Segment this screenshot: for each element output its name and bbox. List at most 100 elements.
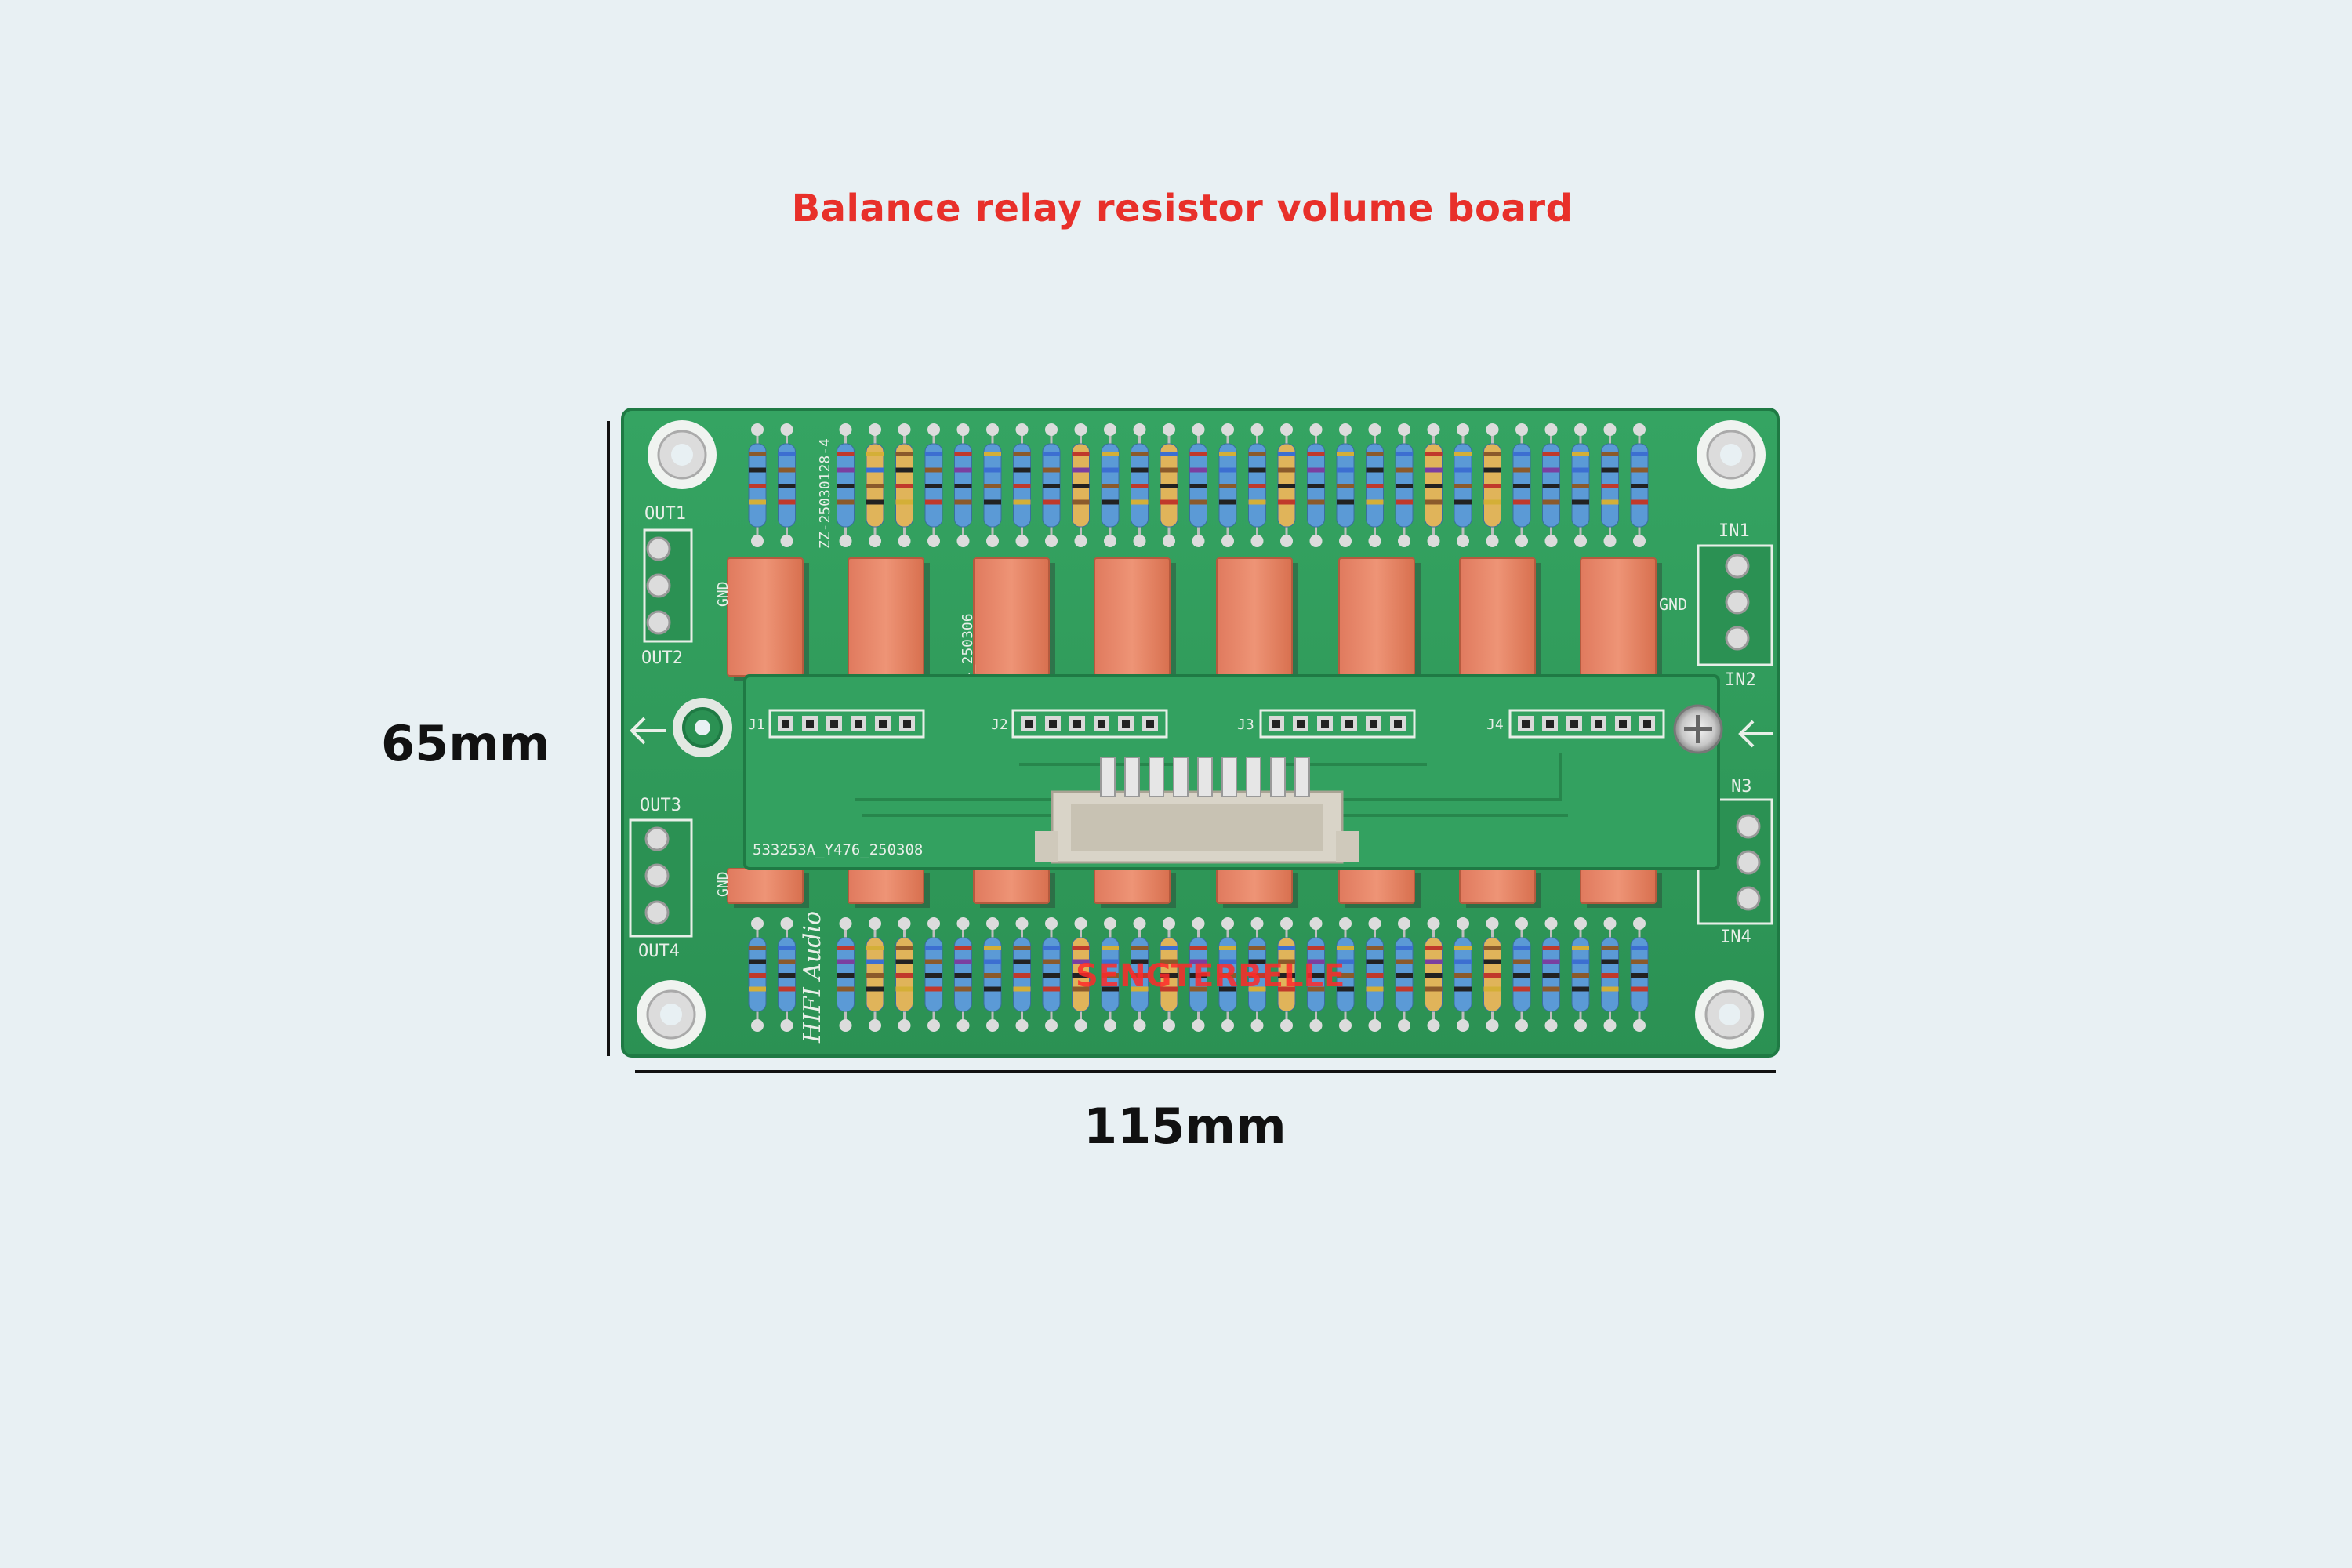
resistor (1425, 917, 1443, 1032)
resistor (983, 917, 1002, 1032)
in1-label: IN1 (1719, 521, 1750, 541)
relay (1094, 557, 1176, 681)
resistor (1454, 917, 1472, 1032)
resistor (1336, 917, 1355, 1032)
relay (973, 868, 1055, 908)
resistor (1601, 423, 1619, 547)
resistor (748, 917, 767, 1032)
resistor (1601, 917, 1619, 1032)
relay (727, 557, 809, 681)
resistor (1189, 423, 1207, 547)
out1-label: OUT1 (644, 504, 686, 524)
relay (973, 557, 1055, 681)
resistor (1630, 423, 1649, 547)
resistor (1013, 917, 1031, 1032)
resistor (1630, 917, 1649, 1032)
gnd-label-right: GND (1659, 595, 1687, 614)
resistor (1483, 917, 1501, 1032)
resistor (1366, 423, 1384, 547)
resistor (1512, 423, 1531, 547)
pin-header (1011, 709, 1168, 739)
relay (1338, 557, 1421, 681)
left-arrow-icon (630, 717, 666, 745)
resistor (1013, 423, 1031, 547)
resistor (866, 917, 884, 1032)
resistor (983, 423, 1002, 547)
part-number: ZZ-25030128-4 (817, 438, 833, 549)
sub-part-number: 533253A_Y476_250308 (753, 841, 923, 858)
in4-label: IN4 (1720, 927, 1751, 947)
pin-header (768, 709, 925, 739)
resistor (1395, 917, 1414, 1032)
mounting-hole (648, 420, 717, 489)
resistor (1160, 423, 1178, 547)
height-dimension-line (607, 421, 610, 1056)
header-j1-label: J1 (748, 717, 765, 733)
output-terminal-bottom (629, 818, 693, 938)
relay (848, 868, 930, 908)
resistor (1101, 423, 1120, 547)
resistor (778, 423, 796, 547)
out3-label: OUT3 (640, 796, 681, 815)
pin-headers (768, 709, 1665, 739)
mounting-holes (637, 420, 1766, 1049)
relay (1216, 868, 1298, 908)
mounting-hole (637, 980, 706, 1049)
resistor (924, 917, 943, 1032)
resistor (1277, 423, 1296, 547)
mounting-hole (1697, 420, 1766, 489)
resistor (954, 917, 972, 1032)
header-j2-label: J2 (991, 717, 1008, 733)
mounting-hole (673, 698, 732, 757)
resistor (778, 917, 796, 1032)
resistor (837, 423, 855, 547)
resistor (1425, 423, 1443, 547)
resistor (1101, 917, 1120, 1032)
resistor (837, 917, 855, 1032)
resistor (1131, 917, 1149, 1032)
resistor (1395, 423, 1414, 547)
resistor (1248, 423, 1266, 547)
resistor (1131, 423, 1149, 547)
gnd-label-left-top: GND (715, 581, 731, 607)
resistor (895, 917, 913, 1032)
resistor (1571, 917, 1590, 1032)
output-terminal-top (643, 528, 693, 643)
resistor (1336, 423, 1355, 547)
resistor-row-top (748, 423, 1649, 547)
height-dimension-label: 65mm (381, 715, 550, 772)
resistor (1072, 423, 1090, 547)
relay (1580, 868, 1662, 908)
mounting-hole (1695, 980, 1764, 1049)
header-daughter-board: J1 J2 J3 J4 533253A_Y476_250308 (743, 674, 1723, 870)
pin-header (1259, 709, 1416, 739)
resistor (1307, 423, 1325, 547)
relay-row-top (727, 557, 1662, 681)
relay (1459, 557, 1541, 681)
resistor (1042, 423, 1061, 547)
resistor (1307, 917, 1325, 1032)
screw-icon (1673, 704, 1723, 754)
resistor (1189, 917, 1207, 1032)
brand-text: HIFI Audio (799, 911, 826, 1044)
resistor (1218, 917, 1237, 1032)
resistor (1072, 917, 1090, 1032)
resistor (1042, 917, 1061, 1032)
width-dimension-label: 115mm (1083, 1098, 1287, 1155)
right-arrow-icon (1738, 720, 1773, 748)
resistor (1571, 423, 1590, 547)
resistor (1248, 917, 1266, 1032)
pin-header (1508, 709, 1665, 739)
width-dimension-line (635, 1070, 1776, 1073)
relay-row-bottom (727, 868, 1662, 908)
resistor (924, 423, 943, 547)
resistor-row-bottom (748, 917, 1649, 1032)
resistor (1160, 917, 1178, 1032)
relay (1216, 557, 1298, 681)
in3-label: N3 (1731, 777, 1752, 797)
relay (1338, 868, 1421, 908)
resistor (954, 423, 972, 547)
relay (1094, 868, 1176, 908)
relay (1459, 868, 1541, 908)
